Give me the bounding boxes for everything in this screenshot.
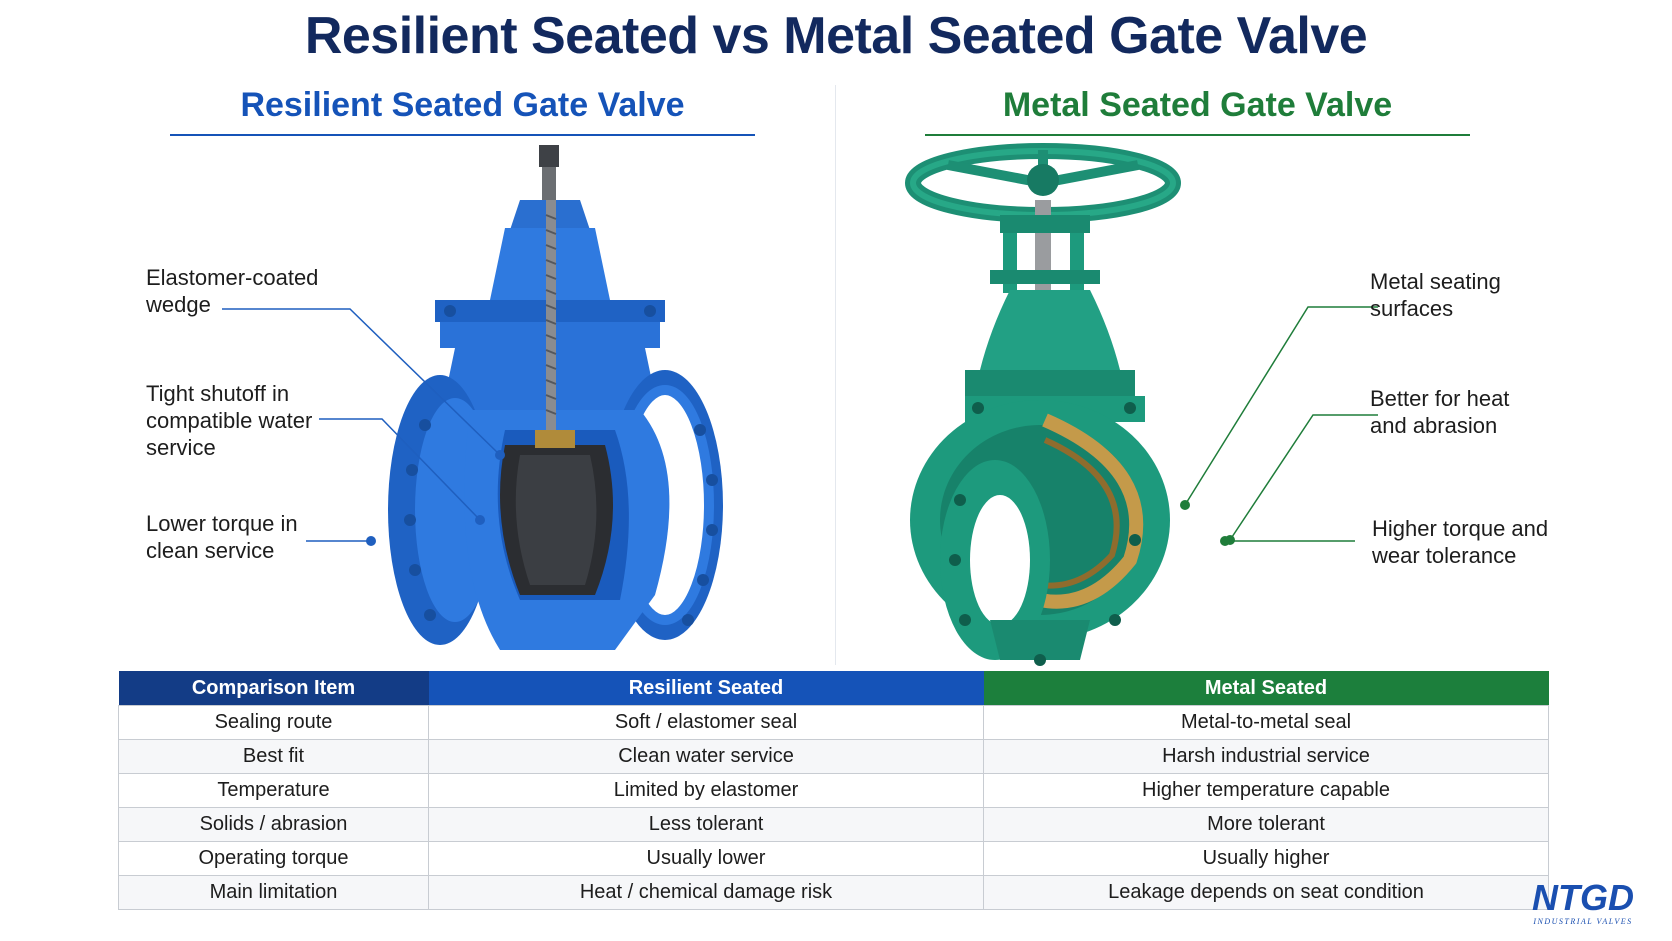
resilient-heading: Resilient Seated Gate Valve [240, 86, 685, 124]
callout-heat-abrasion: Better for heat and abrasion [1370, 386, 1510, 438]
cell-item: Main limitation [118, 875, 429, 910]
table-row: Sealing route Soft / elastomer seal Meta… [118, 705, 1549, 740]
page-title: Resilient Seated vs Metal Seated Gate Va… [304, 7, 1368, 65]
resilient-valve-illustration [388, 145, 723, 650]
table-header-row: Comparison Item Resilient Seated Metal S… [118, 671, 1549, 706]
header-metal-seated: Metal Seated [983, 671, 1549, 706]
callout-metal-seating: Metal seating surfaces [1370, 269, 1501, 321]
table-row: Operating torque Usually lower Usually h… [118, 841, 1549, 876]
cell-resilient: Heat / chemical damage risk [428, 875, 984, 910]
cell-resilient: Less tolerant [428, 807, 984, 842]
cell-metal: Metal-to-metal seal [983, 705, 1549, 740]
panel-divider [835, 85, 836, 665]
cell-metal: Usually higher [983, 841, 1549, 876]
metal-heading: Metal Seated Gate Valve [1002, 86, 1393, 124]
ntgd-logo: NTGD INDUSTRIAL VALVES [1532, 877, 1634, 926]
cell-item: Sealing route [118, 705, 429, 740]
cell-metal: Harsh industrial service [983, 739, 1549, 774]
metal-heading-underline [925, 134, 1470, 136]
callout-tight-shutoff: Tight shutoff in compatible water servic… [146, 381, 313, 460]
cell-item: Solids / abrasion [118, 807, 429, 842]
callout-lower-torque: Lower torque in clean service [146, 511, 298, 563]
callout-elastomer-wedge: Elastomer-coated wedge [146, 265, 319, 317]
table-row: Best fit Clean water service Harsh indus… [118, 739, 1549, 774]
header-resilient-seated: Resilient Seated [428, 671, 984, 706]
cell-item: Temperature [118, 773, 429, 808]
cell-resilient: Clean water service [428, 739, 984, 774]
cell-item: Operating torque [118, 841, 429, 876]
header-comparison-item: Comparison Item [118, 671, 429, 706]
cell-resilient: Usually lower [428, 841, 984, 876]
metal-valve-illustration [905, 143, 1181, 666]
resilient-heading-underline [170, 134, 755, 136]
logo-mark: NTGD [1532, 877, 1634, 918]
cell-metal: More tolerant [983, 807, 1549, 842]
cell-resilient: Soft / elastomer seal [428, 705, 984, 740]
cell-metal: Higher temperature capable [983, 773, 1549, 808]
table-row: Main limitation Heat / chemical damage r… [118, 875, 1549, 910]
cell-item: Best fit [118, 739, 429, 774]
table-row: Solids / abrasion Less tolerant More tol… [118, 807, 1549, 842]
callout-higher-torque: Higher torque and wear tolerance [1372, 516, 1549, 568]
table-row: Temperature Limited by elastomer Higher … [118, 773, 1549, 808]
comparison-table: Comparison Item Resilient Seated Metal S… [118, 671, 1549, 910]
cell-resilient: Limited by elastomer [428, 773, 984, 808]
logo-tagline: INDUSTRIAL VALVES [1532, 917, 1632, 926]
cell-metal: Leakage depends on seat condition [983, 875, 1549, 910]
